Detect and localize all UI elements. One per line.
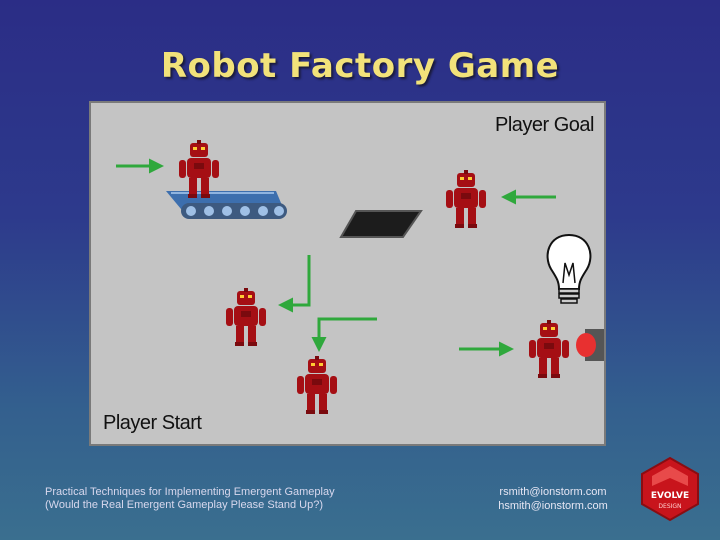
arrow-bend-left (278, 255, 311, 313)
player-start-label: Player Start (103, 412, 202, 434)
game-scene-panel: Player Goal Player Start (89, 101, 606, 446)
robot-middle (226, 288, 266, 346)
scene-drawing (116, 140, 604, 414)
robot-on-conveyor (179, 140, 219, 198)
footer-email-2: hsmith@ionstorm.com (498, 500, 608, 512)
wall-button (576, 329, 604, 361)
logo-text-top: EVOLVE (651, 491, 689, 501)
trapdoor-pad (339, 210, 423, 238)
player-goal-label: Player Goal (495, 114, 595, 136)
robot-start (297, 356, 337, 414)
footer-talk-title: Practical Techniques for Implementing Em… (45, 486, 335, 512)
footer-contacts: rsmith@ionstorm.com hsmith@ionstorm.com (488, 485, 618, 513)
arrow-bend-down (311, 317, 377, 352)
lightbulb-icon (546, 233, 592, 304)
footer-line-2: (Would the Real Emergent Gameplay Please… (45, 499, 323, 511)
logo-text-bottom: DESIGN (658, 503, 681, 510)
evolve-logo: EVOLVE DESIGN (641, 456, 699, 522)
slide-title: Robot Factory Game (160, 46, 560, 86)
footer-email-1: rsmith@ionstorm.com (499, 486, 607, 498)
robot-right (529, 320, 569, 378)
robot-goal (446, 170, 486, 228)
conveyor-belt (166, 191, 287, 219)
footer-line-1: Practical Techniques for Implementing Em… (45, 486, 335, 498)
